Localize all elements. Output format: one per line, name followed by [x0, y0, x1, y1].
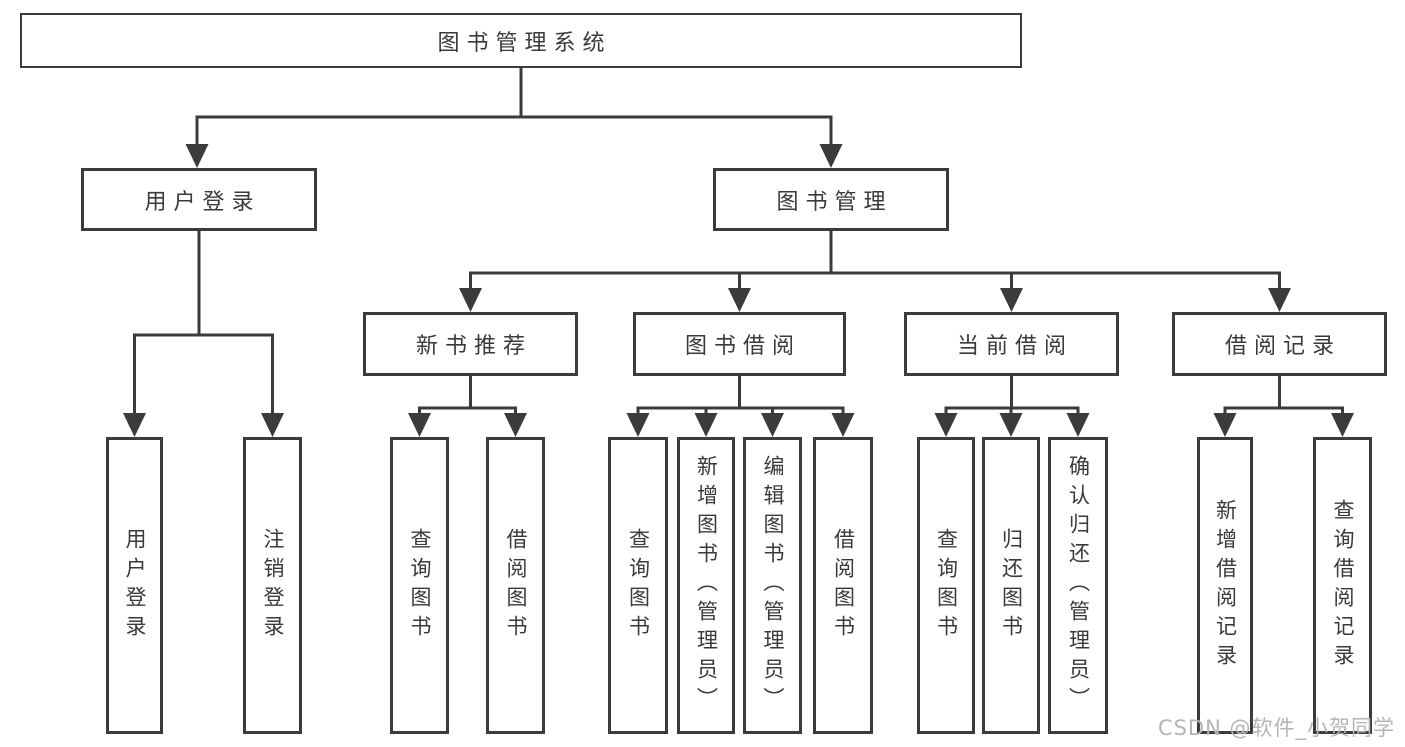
connector	[418, 406, 517, 422]
connector	[133, 333, 274, 421]
node-root-library-system: 图书管理系统	[20, 13, 1022, 68]
node-label: 新增图书（管理员）	[694, 455, 719, 716]
arrowhead	[761, 413, 784, 437]
leaf-query-books-current: 查询图书	[917, 437, 975, 734]
node-label: 查询图书	[408, 527, 432, 644]
node-label: 查询图书	[626, 527, 651, 644]
node-label: 新书推荐	[415, 334, 532, 359]
arrowhead	[831, 413, 855, 437]
arrowhead	[408, 413, 431, 437]
leaf-borrow-books-recommend: 借阅图书	[486, 437, 545, 734]
node-label: 确认归还（管理员）	[1066, 455, 1091, 716]
node-book-borrowing: 图书借阅	[633, 312, 846, 376]
leaf-borrow-books-borrowing: 借阅图书	[813, 437, 873, 734]
leaf-confirm-return-admin: 确认归还（管理员）	[1048, 437, 1108, 734]
arrowhead	[123, 413, 146, 437]
node-label: 当前借阅	[956, 334, 1073, 359]
node-label: 查询借阅记录	[1331, 498, 1355, 673]
node-label: 注销登录	[261, 527, 285, 644]
arrowhead	[459, 288, 482, 312]
node-label: 图书管理	[776, 189, 893, 215]
connector	[195, 115, 833, 150]
connector	[469, 271, 1281, 296]
node-label: 图书管理系统	[437, 30, 612, 56]
node-current-borrowing: 当前借阅	[904, 312, 1119, 376]
connector	[636, 406, 845, 422]
leaf-query-books-recommend: 查询图书	[390, 437, 449, 734]
leaf-query-books-borrowing: 查询图书	[608, 437, 668, 734]
arrowhead	[999, 413, 1023, 437]
arrowhead	[819, 144, 843, 168]
leaf-add-book-admin: 新增图书（管理员）	[677, 437, 735, 734]
arrowhead	[1000, 288, 1023, 312]
leaf-edit-book-admin: 编辑图书（管理员）	[743, 437, 802, 734]
node-label: 图书借阅	[684, 334, 801, 359]
arrowhead	[1331, 413, 1354, 437]
leaf-logout: 注销登录	[243, 437, 302, 734]
node-label: 用户登录	[144, 189, 261, 215]
leaf-add-borrow-record: 新增借阅记录	[1197, 437, 1253, 734]
arrowhead	[261, 413, 284, 437]
csdn-watermark: CSDN @软件_小贺同学	[1157, 716, 1395, 740]
connector	[1223, 406, 1344, 422]
arrowhead	[1268, 288, 1291, 312]
arrowhead	[934, 413, 958, 437]
node-label: 新增借阅记录	[1213, 498, 1238, 673]
node-label: 借阅图书	[831, 527, 856, 644]
node-new-book-recommend: 新书推荐	[363, 312, 578, 376]
leaf-user-login: 用户登录	[106, 437, 163, 734]
node-label: 借阅记录	[1224, 334, 1341, 359]
node-label: 编辑图书（管理员）	[761, 455, 785, 716]
node-book-management: 图书管理	[713, 168, 949, 231]
node-label: 用户登录	[123, 527, 147, 644]
node-borrowing-records: 借阅记录	[1172, 312, 1387, 376]
arrowhead	[694, 413, 718, 437]
arrowhead	[1213, 413, 1237, 437]
leaf-query-borrow-record: 查询借阅记录	[1313, 437, 1372, 734]
arrowhead	[504, 413, 527, 437]
node-user-login: 用户登录	[81, 168, 317, 231]
arrowhead	[185, 144, 209, 168]
node-label: 归还图书	[999, 527, 1024, 644]
leaf-return-books: 归还图书	[982, 437, 1040, 734]
arrowhead	[1066, 413, 1090, 437]
arrowhead	[728, 288, 751, 312]
arrowhead	[626, 413, 650, 437]
node-label: 查询图书	[934, 527, 959, 644]
node-label: 借阅图书	[504, 527, 528, 644]
